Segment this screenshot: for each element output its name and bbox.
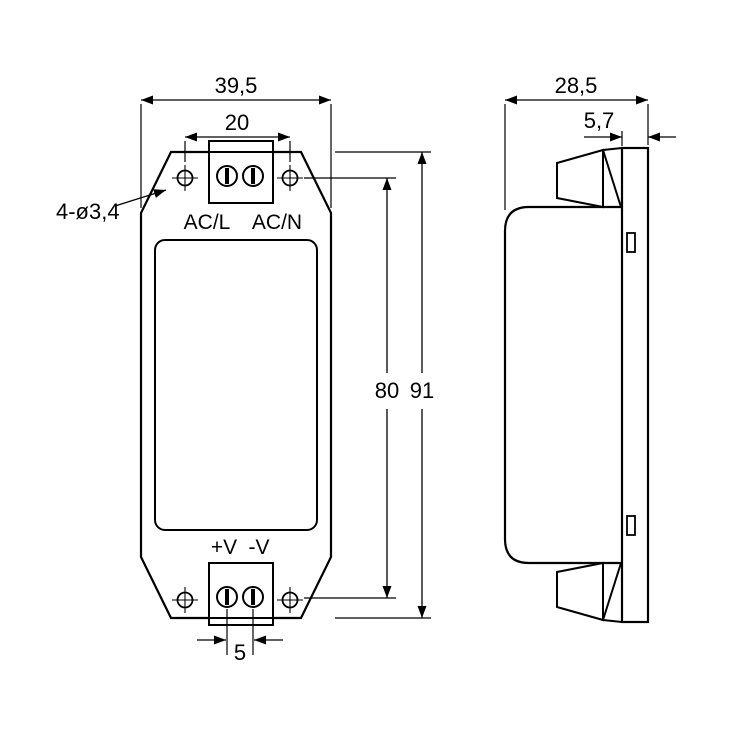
clip-bottom-edge <box>602 619 623 623</box>
clip-body <box>556 148 604 209</box>
side-mounting-plate <box>620 146 650 624</box>
mounting-hole-bottom-left <box>172 587 198 613</box>
front-view: AC/L AC/N +V -V 39,5 20 4-ø3,4 <box>56 73 434 665</box>
side-view: 28,5 5,7 <box>503 73 676 624</box>
clip-body <box>556 561 604 622</box>
label-ac-neutral: AC/N <box>252 211 302 234</box>
clip-diagonal <box>602 149 622 208</box>
dim-label-terminal-pitch: 5 <box>234 640 246 665</box>
plate-slot-bottom <box>626 515 636 536</box>
mounting-hole-bottom-right <box>277 587 303 613</box>
dim-label-overall-height: 91 <box>410 378 434 403</box>
side-body-profile <box>503 205 622 565</box>
label-ac-line: AC/L <box>184 211 231 234</box>
terminal-block-top <box>208 140 274 204</box>
mounting-hole-top-right <box>277 165 303 191</box>
dim-label-hole-spacing-horizontal: 20 <box>225 110 249 135</box>
dim-side-flange-depth: 5,7 <box>584 108 676 146</box>
dim-front-overall-width: 39,5 <box>140 73 332 208</box>
terminal-block-bottom <box>208 562 274 626</box>
clip-top-edge <box>602 147 623 151</box>
snap-clip-bottom <box>556 561 623 623</box>
dim-hole-spacing-vertical: 80 <box>304 177 399 599</box>
dim-label-mounting-holes: 4-ø3,4 <box>56 199 120 224</box>
plate-slot-top <box>626 232 636 253</box>
dim-label-flange-depth: 5,7 <box>584 108 615 133</box>
label-dc-positive: +V <box>211 536 237 559</box>
snap-clip-top <box>556 147 623 209</box>
leader-line <box>114 189 167 207</box>
front-body-outline <box>139 150 333 620</box>
callout-mounting-holes: 4-ø3,4 <box>56 189 167 224</box>
mounting-hole-top-left <box>172 165 198 191</box>
front-inner-panel <box>154 239 318 531</box>
dim-hole-spacing-horizontal: 20 <box>184 110 291 162</box>
clip-diagonal <box>602 562 622 621</box>
dim-overall-height: 91 <box>335 151 434 619</box>
dim-label-overall-width: 39,5 <box>215 73 258 98</box>
dim-label-overall-depth: 28,5 <box>555 73 598 98</box>
dim-label-hole-spacing-vertical: 80 <box>375 378 399 403</box>
label-dc-negative: -V <box>249 536 270 559</box>
dim-terminal-pitch: 5 <box>197 609 283 665</box>
